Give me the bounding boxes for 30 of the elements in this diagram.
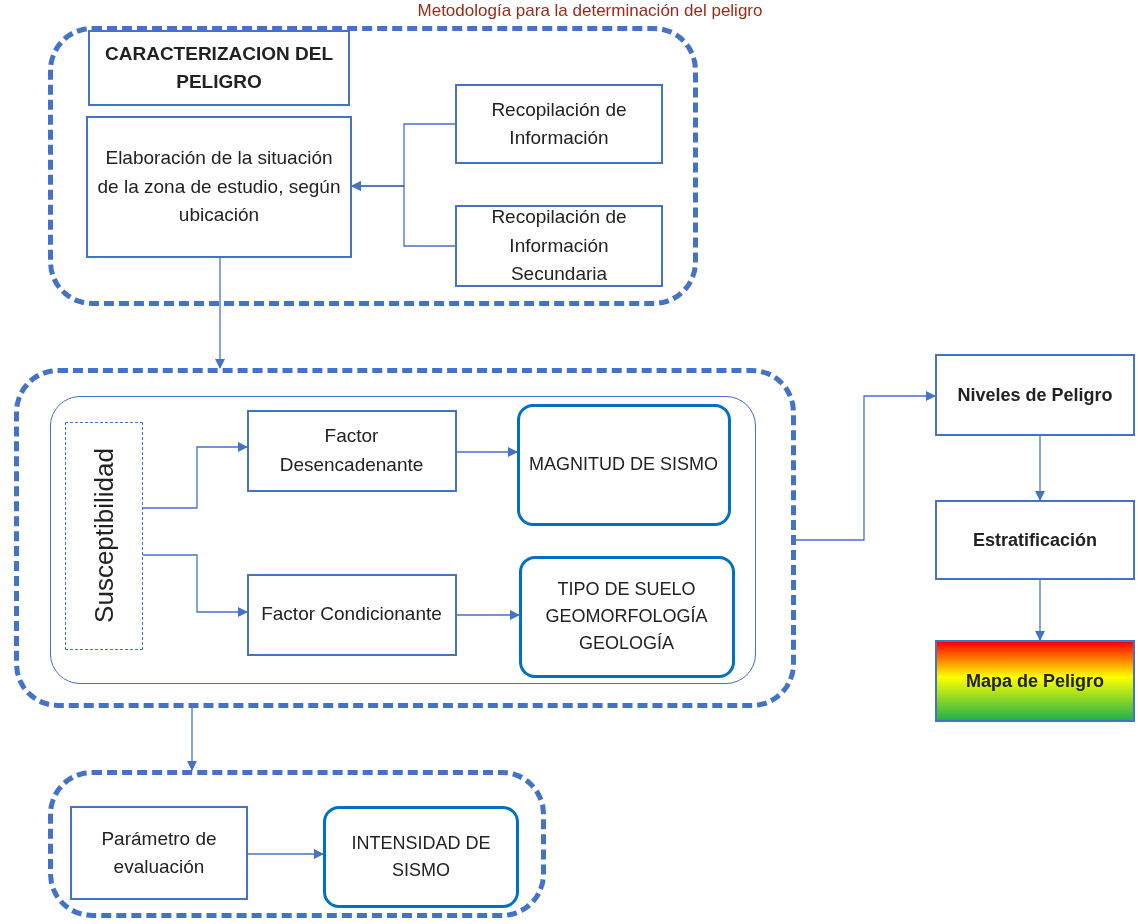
arrow [795,391,936,541]
diagram-title: Metodología para la determinación del peligro [416,0,764,22]
process-box: Recopilación de Información Secundaria [455,205,663,287]
arrow [247,849,324,859]
arrow [215,257,225,369]
process-box: Factor Desencadenante [246,409,457,492]
arrow [456,610,520,620]
group-frame [14,368,796,708]
process-box: Estratificación [935,500,1135,580]
arrow [142,554,248,617]
process-box: INTENSIDAD DE SISMO [323,806,519,908]
process-box: Recopilación de Información [455,84,663,164]
arrow [351,181,456,247]
arrow [456,447,518,457]
arrow [142,442,248,509]
group-frame [48,770,546,918]
process-box: CARACTERIZACION DEL PELIGRO [88,30,350,106]
process-box: Elaboración de la situación de la zona de estudio, según ubicación [86,116,352,258]
arrow [1035,435,1045,501]
process-box: TIPO DE SUELO GEOMORFOLOGÍA GEOLOGÍA [518,555,735,678]
map-box: Mapa de Peligro [935,640,1135,722]
arrow [187,707,197,771]
group-frame [50,396,756,684]
process-box: Factor Condicionante [246,573,457,656]
process-box: Susceptibilidad [64,421,143,650]
arrow [1035,579,1045,641]
process-box: Parámetro de evaluación [70,806,248,900]
process-box: Niveles de Peligro [935,354,1135,436]
process-box: MAGNITUD DE SISMO [516,403,731,526]
group-frame [48,26,698,306]
